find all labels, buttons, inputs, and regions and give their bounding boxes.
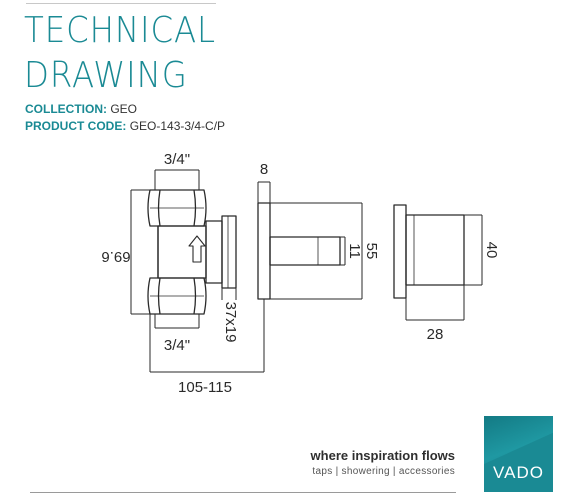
bottom-rule: [30, 492, 456, 493]
cartridge-housing: [221, 215, 237, 289]
valve-body: [147, 189, 341, 315]
page-title: TECHNICAL DRAWING: [24, 8, 216, 98]
handle-body: [405, 214, 465, 286]
subline: taps | showering | accessories: [312, 466, 455, 477]
product-code-value: GEO-143-3/4-C/P: [129, 119, 226, 133]
collection-row: COLLECTION: GEO: [25, 101, 225, 118]
lower-hex-nut: [147, 277, 207, 315]
cartridge-neck: [205, 220, 223, 284]
dim-top-thread: 3/4": [164, 151, 190, 168]
dim-spindle: 11: [346, 243, 363, 259]
spindle: [269, 236, 341, 266]
dim-overall-length: 105-115: [178, 379, 232, 396]
logo-wing-icon: [484, 416, 553, 464]
logo-brand-text: VADO: [493, 463, 544, 482]
collection-label: COLLECTION:: [25, 102, 107, 116]
dim-plate-height: 55: [363, 243, 380, 260]
product-code-label: PRODUCT CODE:: [25, 119, 127, 133]
product-meta: COLLECTION: GEO PRODUCT CODE: GEO-143-3/…: [25, 101, 225, 135]
collection-value: GEO: [110, 102, 138, 116]
flow-arrow: [188, 235, 206, 263]
dim-flange-thickness: 8: [260, 161, 268, 178]
tagline: where inspiration flows: [310, 448, 455, 463]
title-line-2: DRAWING: [24, 55, 188, 96]
vado-logo: VADO: [484, 416, 553, 492]
dim-body-height: 69.6: [101, 248, 130, 265]
valve-centre-body: [157, 225, 207, 279]
dim-handle-depth: 28: [427, 326, 444, 343]
wall-plate: [257, 202, 271, 300]
product-code-row: PRODUCT CODE: GEO-143-3/4-C/P: [25, 118, 225, 135]
dimension-lines: [130, 169, 483, 373]
title-line-1: TECHNICAL: [24, 10, 216, 51]
handle-view: [393, 204, 465, 299]
dim-bottom-thread: 3/4": [164, 337, 190, 354]
top-rule: [26, 3, 216, 4]
dim-handle-height: 40: [483, 242, 500, 259]
dim-cutout: 37x19: [222, 302, 239, 343]
handle-plate: [393, 204, 407, 299]
